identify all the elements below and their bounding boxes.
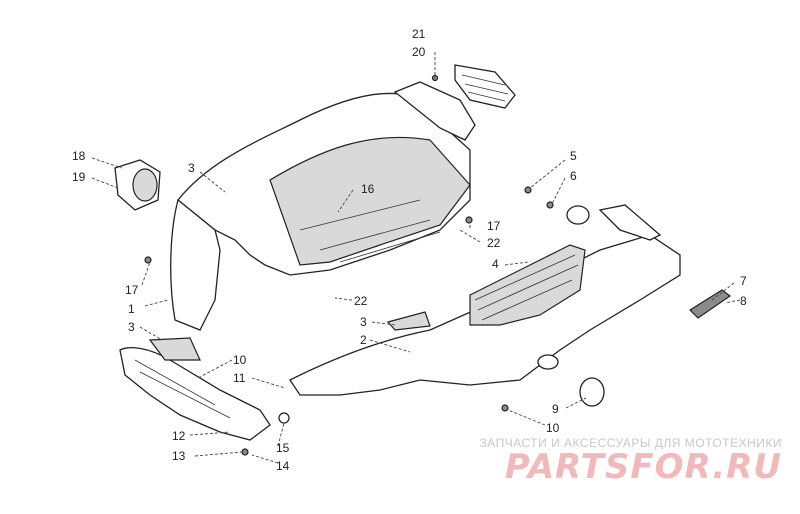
- leader-lines: [91, 52, 741, 464]
- callout-1: 1: [128, 302, 135, 316]
- nut: [241, 448, 249, 456]
- screw-2: [465, 216, 473, 224]
- grommet: [566, 205, 590, 225]
- callout-20: 20: [412, 45, 426, 59]
- callout-22-right: 22: [487, 236, 501, 250]
- rear-body-shell: [170, 81, 476, 331]
- callout-7: 7: [740, 274, 747, 288]
- callout-3-top: 3: [188, 161, 195, 175]
- callout-10-right: 10: [546, 421, 560, 435]
- callout-13: 13: [172, 449, 186, 463]
- watermark-tagline: ЗАПЧАСТИ И АКСЕССУАРЫ ДЛЯ МОТОТЕХНИКИ: [479, 436, 782, 450]
- trim-piece-left: [148, 337, 201, 361]
- callout-2: 2: [360, 333, 367, 347]
- callout-12: 12: [172, 429, 186, 443]
- callout-19: 19: [72, 170, 86, 184]
- callout-21: 21: [412, 27, 426, 41]
- callout-5: 5: [570, 149, 577, 163]
- lamp-housing: [114, 159, 161, 211]
- rivet: [501, 404, 509, 412]
- callout-10-left: 10: [233, 353, 247, 367]
- washer-2: [278, 412, 290, 424]
- callout-16: 16: [361, 182, 375, 196]
- vent-grille: [454, 64, 516, 109]
- cap: [579, 377, 605, 407]
- callout-14: 14: [276, 459, 290, 473]
- callout-15: 15: [276, 441, 290, 455]
- callout-18: 18: [72, 149, 86, 163]
- washer: [546, 201, 554, 209]
- callout-6: 6: [570, 169, 577, 183]
- reflector: [689, 289, 732, 319]
- callout-8: 8: [740, 294, 747, 308]
- callout-17-right: 17: [487, 219, 501, 233]
- callout-9: 9: [552, 402, 559, 416]
- callout-11: 11: [233, 371, 246, 385]
- callout-labels: 21 20 18 19 3 16 5 6 17 22 4 17 1 22 7 8…: [72, 27, 747, 473]
- front-bumper: [119, 347, 271, 441]
- screw: [144, 256, 152, 264]
- callout-17-left: 17: [125, 283, 139, 297]
- callout-3-left: 3: [128, 320, 135, 334]
- trim-piece: [386, 311, 431, 331]
- running-board-panel: [289, 204, 681, 396]
- callout-4: 4: [492, 257, 499, 271]
- watermark-logo: PARTSFOR.RU: [504, 447, 782, 487]
- bolt: [524, 186, 532, 194]
- callout-3-mid: 3: [360, 315, 367, 329]
- callout-22-mid: 22: [354, 294, 368, 308]
- watermark: ЗАПЧАСТИ И АКСЕССУАРЫ ДЛЯ МОТОТЕХНИКИ PA…: [480, 436, 782, 484]
